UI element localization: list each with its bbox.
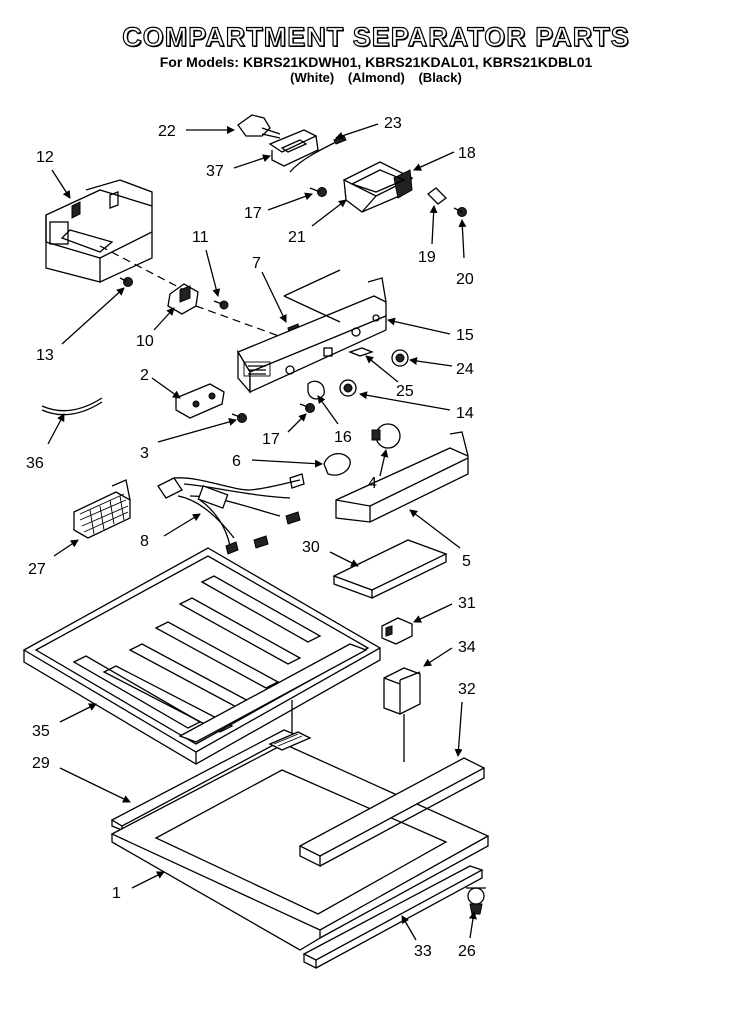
part-36-tube [41, 397, 103, 412]
part-33-rail [302, 865, 484, 970]
page-title: COMPARTMENT SEPARATOR PARTS [122, 21, 630, 52]
colors-line: (White) (Almond) (Black) [290, 70, 462, 85]
callout-7: 7 [252, 255, 261, 272]
part-20-screw [453, 207, 467, 217]
callout-5: 5 [462, 553, 471, 570]
callout-3: 3 [140, 445, 149, 462]
callout-19: 19 [418, 249, 436, 266]
part-1-separator-tray [110, 731, 490, 951]
callout-4: 4 [368, 475, 377, 492]
callout-30: 30 [302, 539, 320, 556]
assembly-line [195, 305, 291, 341]
part-11-screw [213, 300, 229, 310]
assembly-line [99, 245, 185, 291]
callout-20: 20 [456, 271, 474, 288]
part-30-pad [332, 539, 448, 599]
part-13-screw [119, 277, 133, 287]
callout-24: 24 [456, 361, 474, 378]
callout-27: 27 [28, 561, 46, 578]
callout-16: 16 [334, 429, 352, 446]
callout-37: 37 [206, 163, 224, 180]
part-2-bracket [175, 383, 225, 419]
part-34-damper-housing [383, 667, 421, 715]
callout-17a: 17 [244, 205, 262, 222]
part-15-control-housing [237, 269, 387, 394]
callout-29: 29 [32, 755, 50, 772]
callout-33: 33 [414, 943, 432, 960]
models-line: For Models: KBRS21KDWH01, KBRS21KDAL01, … [159, 54, 593, 70]
callout-12: 12 [36, 149, 54, 166]
part-12-housing [45, 179, 153, 283]
callout-numbers: 22 23 18 37 12 17 21 11 19 7 20 15 10 13… [26, 115, 476, 960]
callout-36: 36 [26, 455, 44, 472]
callout-26: 26 [458, 943, 476, 960]
callout-23: 23 [384, 115, 402, 132]
part-19-bulb-cap [427, 187, 447, 205]
diagram-header: COMPARTMENT SEPARATOR PARTS For Models: … [0, 21, 752, 85]
part-35-evaporator-plate [22, 547, 382, 766]
part-31-clip [381, 617, 413, 645]
callout-8: 8 [140, 533, 149, 550]
part-16-lens [307, 380, 325, 400]
callout-21: 21 [288, 229, 306, 246]
part-21-screw [309, 187, 327, 197]
callout-25: 25 [396, 383, 414, 400]
part-26-hinge [466, 887, 486, 915]
part-32-trim [298, 757, 486, 868]
part-14-knob [339, 379, 357, 397]
evaporator-tubing [72, 575, 322, 733]
callout-1: 1 [112, 885, 121, 902]
callout-6: 6 [232, 453, 241, 470]
part-37-gasket [268, 129, 319, 167]
part-4-bulb [371, 423, 401, 449]
callout-2: 2 [140, 367, 149, 384]
part-6-lens [323, 453, 351, 476]
part-17-screw [299, 403, 315, 413]
callout-17b: 17 [262, 431, 280, 448]
callout-32: 32 [458, 681, 476, 698]
part-25-clip [348, 347, 374, 357]
callout-11: 11 [192, 229, 209, 246]
leader-lines [47, 123, 477, 941]
callout-22: 22 [158, 123, 176, 140]
part-8-wire-harness [157, 473, 305, 555]
callout-13: 13 [36, 347, 54, 364]
callout-34: 34 [458, 639, 476, 656]
part-5-light-cover [335, 431, 469, 523]
callout-35: 35 [32, 723, 50, 740]
part-27-mesh-bracket [73, 479, 131, 539]
part-22-knob [237, 114, 281, 139]
callout-31: 31 [458, 595, 476, 612]
part-18-light-socket [342, 161, 414, 213]
callout-18: 18 [458, 145, 476, 162]
callout-14: 14 [456, 405, 474, 422]
callout-15: 15 [456, 327, 474, 344]
part-3-screw [231, 413, 247, 423]
part-24-knob [391, 349, 409, 367]
callout-10: 10 [136, 333, 154, 350]
